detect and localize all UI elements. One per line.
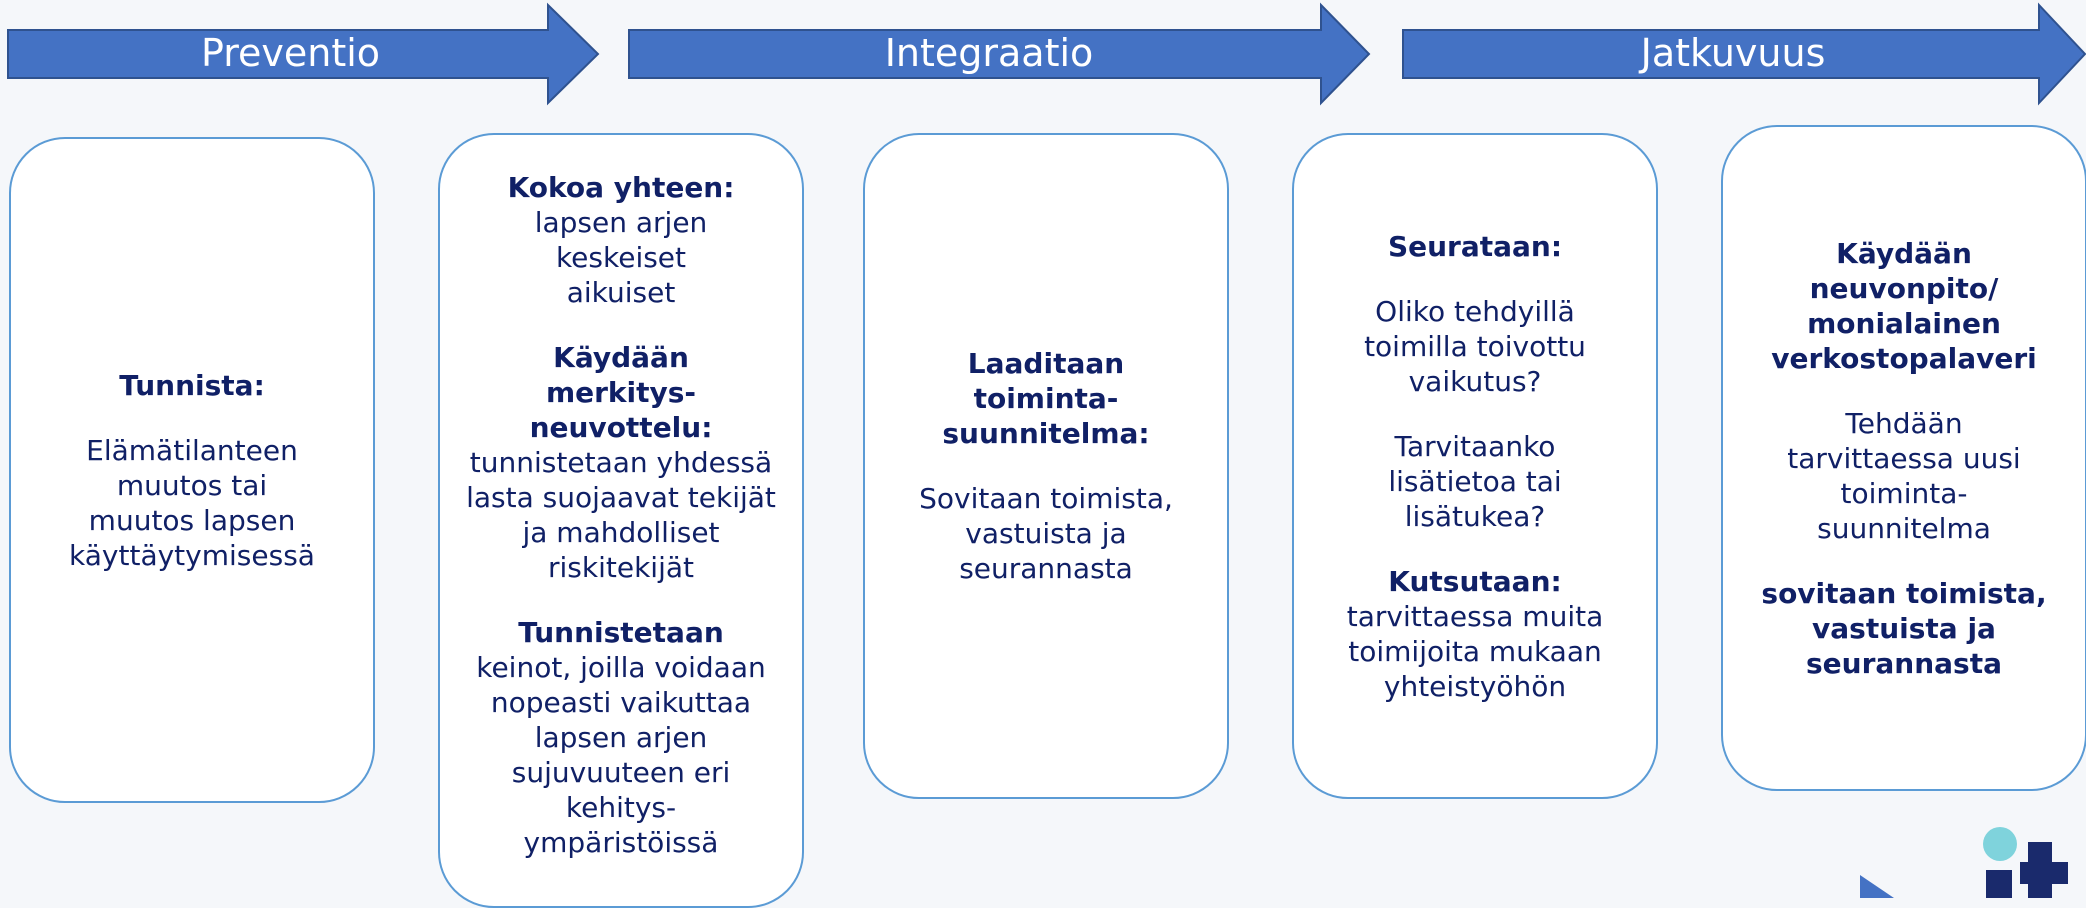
step-box-toimintasuunnitelma: Laaditaan toiminta-suunnitelma: Sovitaan… — [863, 133, 1229, 799]
step-box-kokoa-yhteen: Kokoa yhteen: lapsen arjen keskeiset aik… — [438, 133, 804, 908]
box-heading: Tunnista: — [119, 368, 265, 402]
box-text: keinot, joilla voidaan nopeasti vaikutta… — [476, 651, 766, 859]
step-box-seurataan: Seurataan: Oliko tehdyillä toimilla toiv… — [1292, 133, 1658, 799]
box-heading: Käydään merkitys-neuvottelu: — [529, 341, 713, 444]
box-text: Tehdään tarvittaessa uusi toiminta-suunn… — [1787, 406, 2021, 545]
box-heading: Kutsutaan: — [1388, 564, 1562, 598]
box-heading: sovitaan toimista, vastuista ja seuranna… — [1761, 576, 2047, 680]
phase-label: Integraatio — [884, 31, 1094, 75]
logo-graphic — [1860, 827, 2068, 898]
box-text: Tarvitaanko lisätietoa tai lisätukea? — [1388, 429, 1562, 533]
phase-arrow-integraatio: Integraatio — [628, 2, 1371, 106]
step-box-tunnista: Tunnista: Elämätilanteen muutos tai muut… — [9, 137, 375, 803]
phase-arrow-preventio: Preventio — [7, 2, 600, 106]
phase-arrow-jatkuvuus: Jatkuvuus — [1402, 2, 2086, 106]
box-heading: Tunnistetaan — [518, 616, 724, 649]
box-heading: Seurataan: — [1387, 229, 1563, 263]
phase-label: Jatkuvuus — [1640, 31, 1826, 75]
box-heading: Käydään neuvonpito/ monialainen verkosto… — [1771, 236, 2037, 375]
box-heading: Laaditaan toiminta-suunnitelma: — [942, 347, 1150, 450]
box-text: lapsen arjen keskeiset aikuiset — [534, 206, 708, 309]
arrow-shape — [7, 2, 600, 106]
box-text: Sovitaan toimista, vastuista ja seuranna… — [919, 482, 1173, 585]
arrow-shape — [628, 2, 1371, 106]
box-text: Elämätilanteen muutos tai muutos lapsen … — [69, 433, 315, 572]
box-text: tarvittaessa muita toimijoita mukaan yht… — [1346, 599, 1604, 703]
box-heading: Kokoa yhteen: — [507, 171, 735, 204]
phase-label: Preventio — [200, 31, 381, 75]
box-text: Oliko tehdyillä toimilla toivottu vaikut… — [1364, 294, 1586, 398]
step-box-neuvonpito: Käydään neuvonpito/ monialainen verkosto… — [1721, 125, 2086, 791]
box-text: tunnistetaan yhdessä lasta suojaavat tek… — [466, 446, 776, 584]
arrow-shape — [1402, 2, 2086, 106]
organization-logo — [1860, 820, 2086, 898]
